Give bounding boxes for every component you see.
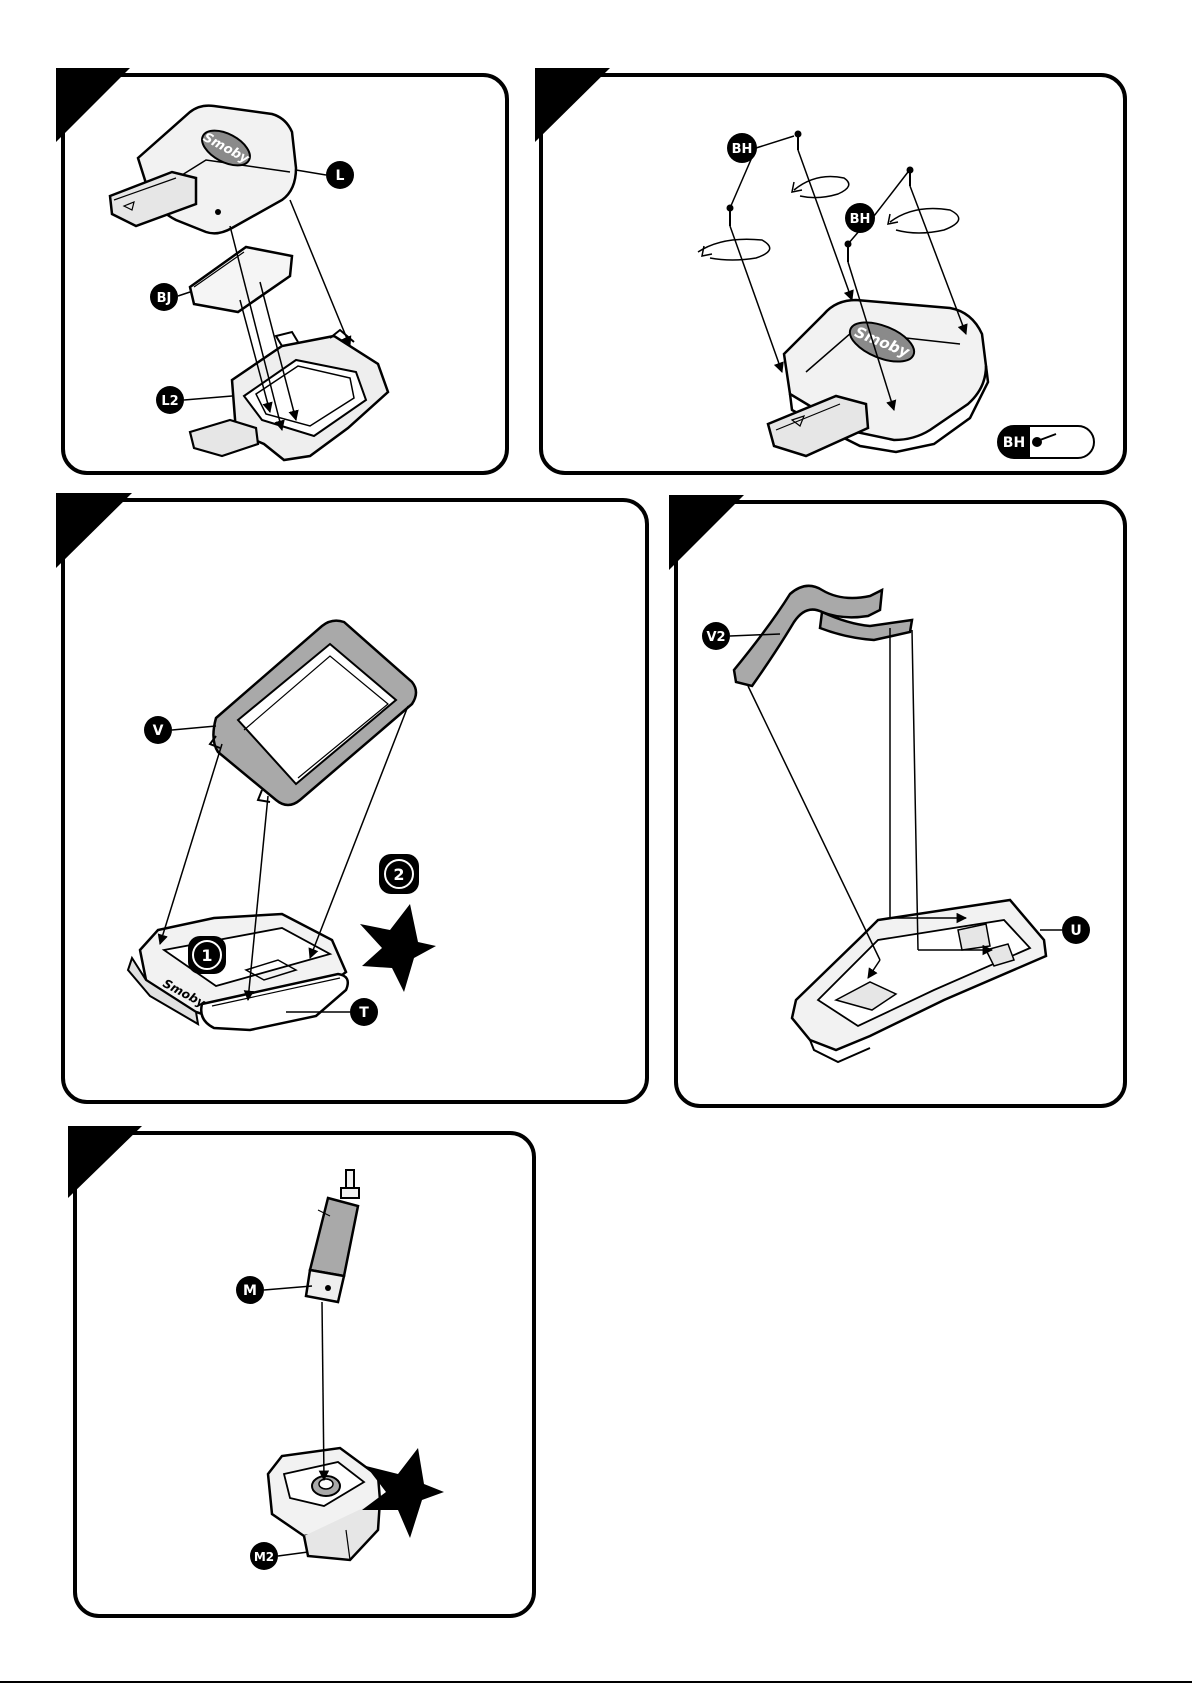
legend-code: BH bbox=[1003, 435, 1025, 451]
panel-handle-mount: M M2 bbox=[68, 1126, 534, 1616]
panel-battery-install: Smoby L BJ L2 bbox=[56, 68, 507, 473]
mount-label: M2 bbox=[254, 1550, 274, 1564]
step-badge: 1 bbox=[188, 936, 226, 974]
panel-frame-clip: Smoby 1 2 V T bbox=[56, 493, 647, 1102]
visor-label: V2 bbox=[706, 630, 725, 645]
screw-label-left: BH bbox=[732, 142, 753, 157]
frame-label: V bbox=[153, 723, 164, 739]
step-badge: 2 bbox=[379, 854, 419, 894]
screw-legend: BH bbox=[998, 426, 1094, 458]
tray-label: T bbox=[359, 1005, 369, 1021]
panel-screw-lid: Smoby bbox=[535, 68, 1125, 473]
lid-label: L bbox=[336, 168, 345, 184]
battery-label: BJ bbox=[157, 291, 172, 306]
base-label: L2 bbox=[161, 394, 178, 409]
screw-label-right: BH bbox=[850, 212, 871, 227]
panel-visor-mount: V2 U bbox=[669, 495, 1125, 1106]
step-number: 1 bbox=[201, 946, 212, 965]
base-label: U bbox=[1070, 923, 1081, 939]
step-number: 2 bbox=[393, 865, 404, 884]
handle-label: M bbox=[243, 1283, 257, 1299]
